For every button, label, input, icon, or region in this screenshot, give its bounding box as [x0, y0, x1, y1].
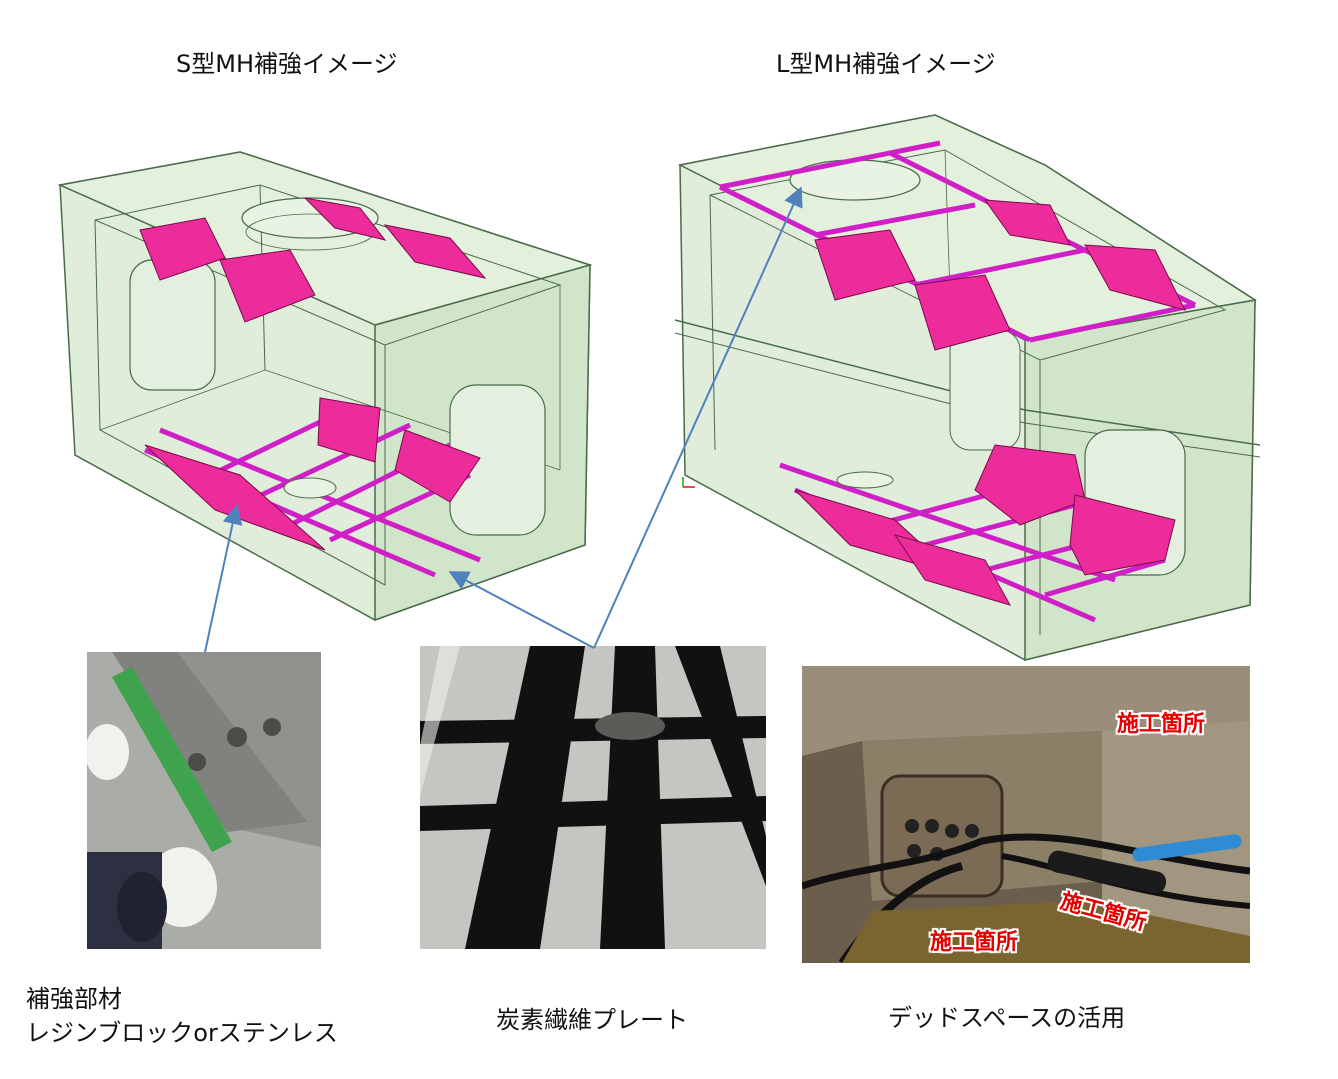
l-type-manhole-model — [665, 105, 1265, 665]
s-type-title: S型MH補強イメージ — [176, 50, 398, 78]
reinforcement-caption-line2: レジンブロックorステンレス — [26, 1019, 338, 1047]
reinforcement-member-photo — [87, 652, 321, 949]
carbon-plate-caption: 炭素繊維プレート — [496, 1006, 688, 1034]
reinforcement-caption: 補強部材 レジンブロックorステンレス — [26, 982, 338, 1050]
construction-site-label-a: 施工箇所 — [1117, 712, 1206, 737]
carbon-fiber-plate-photo — [420, 646, 766, 949]
l-type-title: L型MH補強イメージ — [776, 50, 996, 78]
construction-site-label-c: 施工箇所 — [930, 930, 1019, 955]
dead-space-caption: デッドスペースの活用 — [888, 1004, 1126, 1032]
s-type-manhole-model — [40, 140, 610, 640]
reinforcement-caption-line1: 補強部材 — [26, 985, 122, 1013]
dead-space-photo: 施工箇所 施工箇所 施工箇所 — [802, 666, 1250, 963]
